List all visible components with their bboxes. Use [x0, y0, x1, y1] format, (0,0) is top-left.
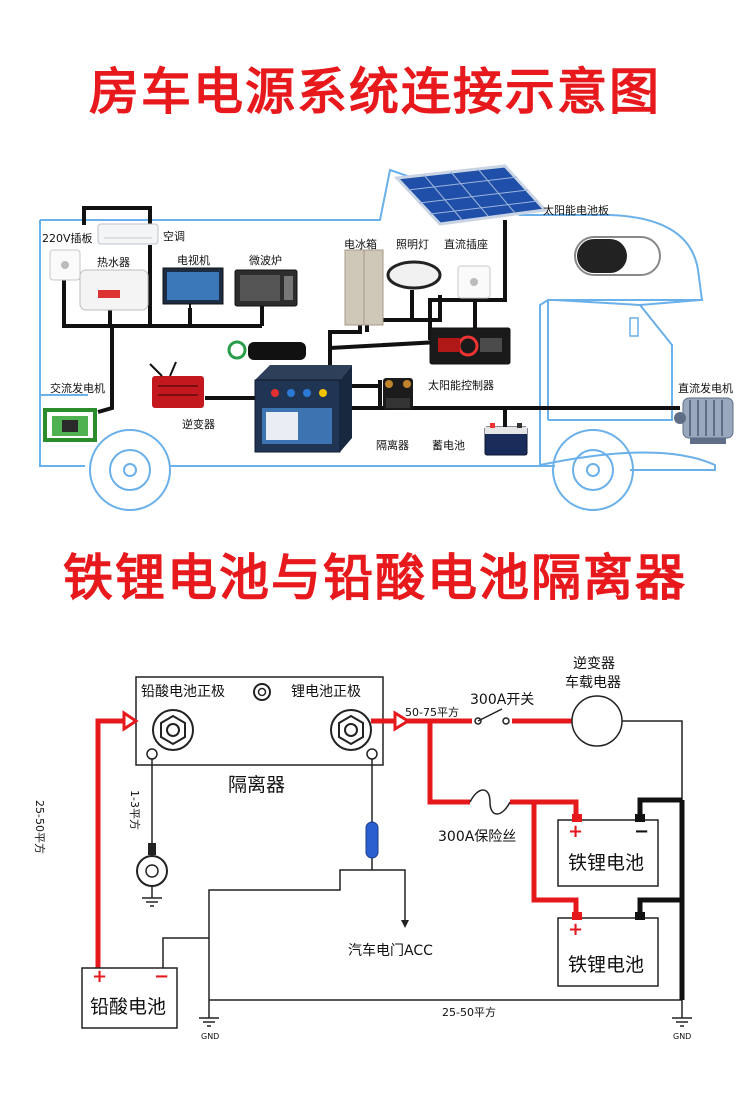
page-title: 房车电源系统连接示意图 [89, 63, 661, 121]
cable-25-50-bottom-label: 25-50平方 [442, 1006, 496, 1019]
dc-generator-graphic [674, 397, 734, 444]
inverter-symbol [571, 695, 623, 747]
tv-label: 电视机 [177, 254, 210, 267]
lfp2-plus: + [568, 919, 584, 940]
solar-controller [429, 327, 511, 365]
lighting-label: 照明灯 [396, 238, 429, 251]
rv-wheels [89, 429, 634, 511]
ac-generator-label: 交流发电机 [50, 382, 105, 395]
switch-300a-label: 300A开关 [470, 692, 535, 708]
lfp-battery-box-1 [557, 819, 659, 887]
lfp-battery-1-label: 铁锂电池 [568, 852, 645, 874]
fridge-label: 电冰箱 [344, 238, 377, 251]
section-title: 铁锂电池与铅酸电池隔离器 [63, 549, 687, 607]
solar-panel-label: 太阳能电池板 [543, 204, 609, 217]
dc-generator-label: 直流发电机 [678, 382, 733, 395]
inverter-title-label: 逆变器 [573, 656, 615, 672]
lead-acid-battery-label: 铅酸电池 [90, 996, 167, 1018]
fuse-300a-label: 300A保险丝 [438, 829, 517, 845]
lead-minus: − [154, 966, 170, 987]
water-heater-label: 热水器 [97, 256, 130, 269]
isolator-terminals [146, 683, 378, 760]
ac-unit [97, 223, 159, 245]
isolator-label: 隔离器 [376, 439, 409, 452]
ceiling-light [386, 260, 442, 290]
ignition-acc-label: 汽车电门ACC [348, 943, 433, 959]
lfp1-minus: − [634, 821, 650, 842]
cable-25-50-left-label: 25-50平方 [33, 800, 46, 854]
inverter-label: 逆变器 [182, 418, 215, 431]
microwave-label: 微波炉 [249, 254, 282, 267]
cable-50-75-label: 50-75平方 [405, 706, 459, 719]
lead-battery-label: 蓄电池 [432, 439, 465, 452]
solar-controller-label: 太阳能控制器 [428, 379, 494, 392]
lfp-battery-2-label: 铁锂电池 [568, 954, 645, 976]
ac-generator-graphic [43, 408, 97, 442]
solar-panel-graphic [393, 164, 549, 226]
isolator-graphic [383, 378, 413, 410]
isolator-title: 隔离器 [228, 774, 286, 796]
lead-acid-battery-box [81, 967, 178, 1029]
inverter-graphic [149, 361, 204, 408]
cable-1-3-label: 1-3平方 [128, 790, 141, 830]
lead-acid-positive-label: 铅酸电池正极 [141, 684, 225, 700]
dc-socket-label: 直流插座 [444, 238, 488, 251]
gnd-left-label: GND [201, 1032, 220, 1041]
gnd-right-label: GND [673, 1032, 692, 1041]
lfp1-plus: + [568, 821, 584, 842]
air-conditioner-label: 空调 [163, 230, 185, 243]
lfp-battery-box-2 [557, 917, 659, 987]
lead-battery-graphic [484, 423, 528, 456]
lithium-positive-label: 锂电池正极 [291, 684, 361, 700]
brand-logo [227, 340, 306, 360]
lithium-battery-graphic [254, 365, 352, 453]
vehicle-appliance-label: 车载电器 [565, 675, 621, 691]
socket-220v-label: 220V插板 [42, 232, 93, 245]
lead-plus: + [92, 966, 108, 987]
